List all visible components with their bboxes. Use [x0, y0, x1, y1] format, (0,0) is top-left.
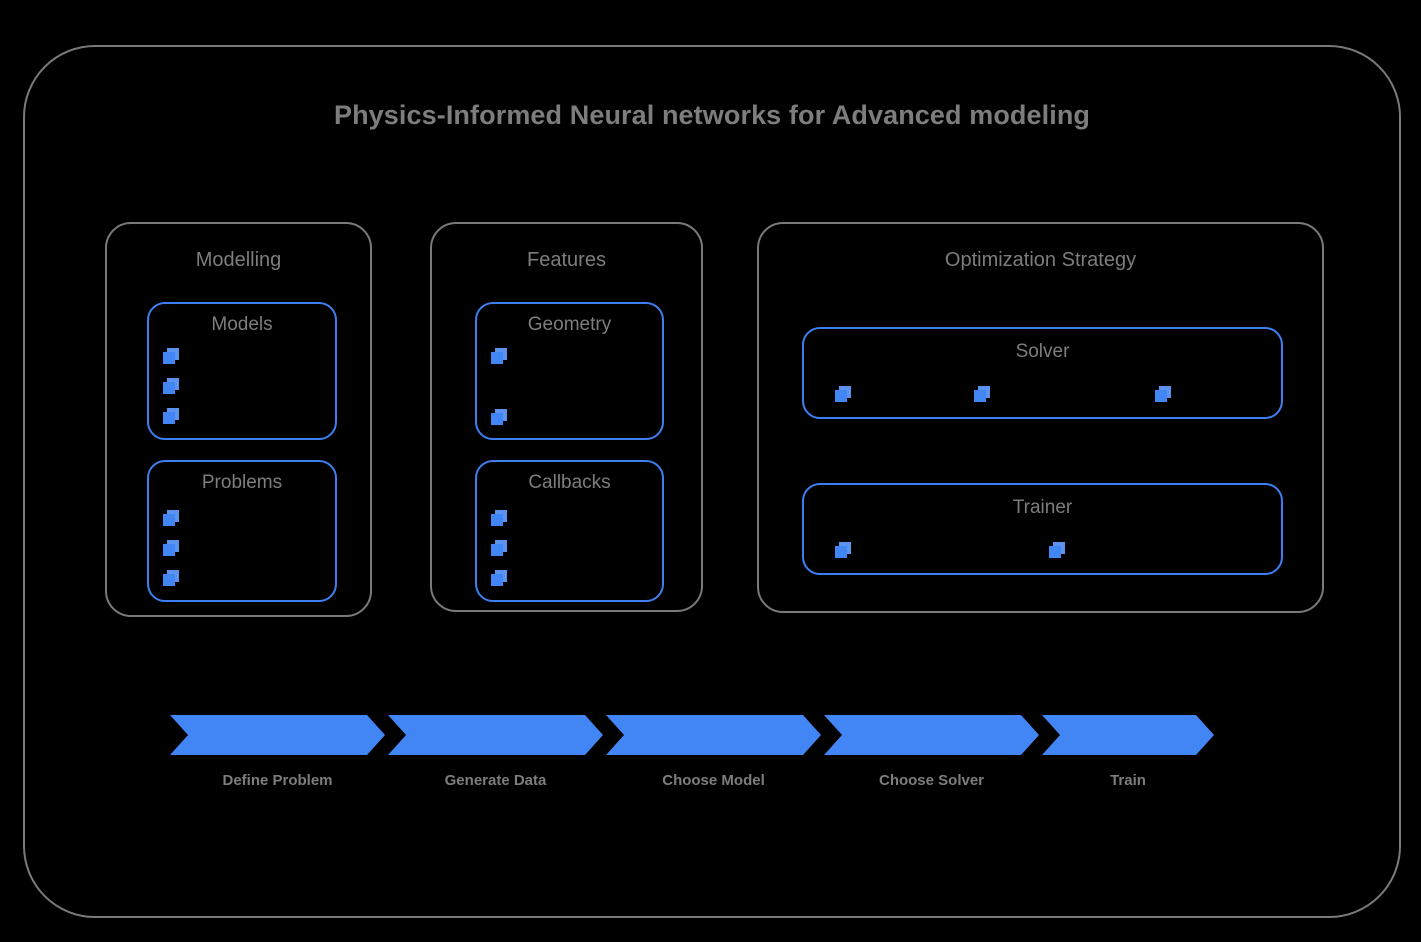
- flow-step-train[interactable]: [1042, 715, 1214, 755]
- sub-title-solver: Solver: [1015, 341, 1070, 362]
- bullet-cube-icon: [163, 378, 179, 394]
- bullet-cube-icon: [974, 386, 990, 402]
- sub-box-geometry[interactable]: Geometry: [475, 302, 664, 440]
- bullet-cube-icon: [163, 510, 179, 526]
- group-panel-modelling: Modelling Models Problems: [105, 222, 372, 617]
- flow-step-choose-solver[interactable]: [824, 715, 1039, 755]
- group-panel-optimization-strategy: Optimization Strategy Solver Trainer: [757, 222, 1324, 613]
- outer-frame: [23, 45, 1401, 918]
- sub-title-geometry: Geometry: [527, 314, 612, 335]
- group-title-optimization-strategy: Optimization Strategy: [944, 249, 1137, 271]
- bullet-cube-icon: [835, 542, 851, 558]
- group-panel-features: Features Geometry Callbacks: [430, 222, 703, 612]
- flow-step-define-problem[interactable]: [170, 715, 385, 755]
- group-title-features: Features: [527, 249, 606, 271]
- bullet-cube-icon: [835, 386, 851, 402]
- bullet-cube-icon: [163, 540, 179, 556]
- bullet-cube-icon: [491, 348, 507, 364]
- bullet-cube-icon: [491, 409, 507, 425]
- bullet-cube-icon: [1049, 542, 1065, 558]
- flow-step-choose-model[interactable]: [606, 715, 821, 755]
- flow-label-generate-data: Generate Data: [444, 772, 547, 789]
- bullet-cube-icon: [491, 510, 507, 526]
- flow-label-define-problem: Define Problem: [222, 772, 333, 789]
- sub-box-solver[interactable]: Solver: [802, 327, 1283, 419]
- group-title-modelling: Modelling: [195, 249, 282, 271]
- bullet-cube-icon: [163, 570, 179, 586]
- sub-box-problems[interactable]: Problems: [147, 460, 337, 602]
- bullet-cube-icon: [491, 540, 507, 556]
- sub-box-trainer[interactable]: Trainer: [802, 483, 1283, 575]
- sub-box-callbacks[interactable]: Callbacks: [475, 460, 664, 602]
- sub-title-problems: Problems: [201, 472, 283, 493]
- flow-step-generate-data[interactable]: [388, 715, 603, 755]
- bullet-cube-icon: [1155, 386, 1171, 402]
- bullet-cube-icon: [491, 570, 507, 586]
- page-title: Physics-Informed Neural networks for Adv…: [333, 100, 1091, 130]
- flow-label-choose-model: Choose Model: [662, 772, 765, 789]
- flow-label-train: Train: [1110, 772, 1146, 789]
- bullet-cube-icon: [163, 348, 179, 364]
- process-flow: [170, 715, 1215, 755]
- flow-label-choose-solver: Choose Solver: [878, 772, 985, 789]
- sub-title-models: Models: [211, 314, 273, 335]
- sub-title-trainer: Trainer: [1012, 497, 1073, 518]
- sub-title-callbacks: Callbacks: [528, 472, 611, 493]
- bullet-cube-icon: [163, 408, 179, 424]
- sub-box-models[interactable]: Models: [147, 302, 337, 440]
